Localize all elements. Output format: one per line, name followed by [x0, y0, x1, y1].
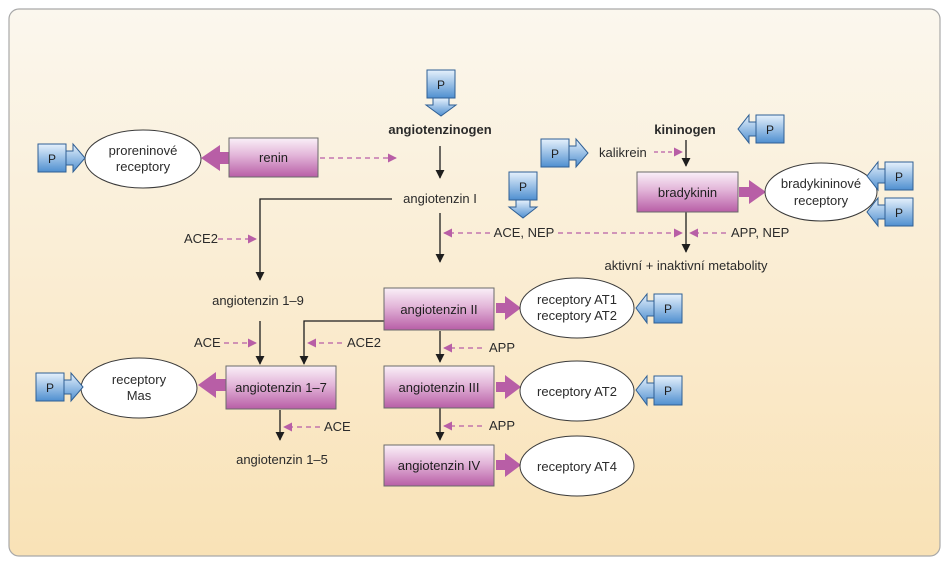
arrow-ang1-to-ang19: [255, 198, 392, 281]
thick-arrow-ang2: [496, 296, 521, 320]
app-nep-label: APP, NEP: [731, 225, 789, 240]
receptory-mas-line1: receptory: [112, 372, 167, 387]
p-marker-at1-at2: P: [635, 292, 683, 325]
bradykinin-box: bradykinin: [636, 171, 739, 213]
p-marker-at2: P: [635, 374, 683, 407]
angiotenzin-ii-box: angiotenzin II: [383, 287, 495, 331]
metabolites-label: aktivní + inaktivní metabolity: [605, 258, 768, 273]
receptory-at1-label: receptory AT1: [537, 292, 617, 307]
thick-arrow-ang3: [496, 375, 521, 399]
angiotenzin-i-label: angiotenzin I: [403, 191, 477, 206]
proreninove-receptory-line2: receptory: [116, 159, 171, 174]
text-labels: angiotenzinogen kininogen kalikrein angi…: [184, 122, 789, 467]
angiotenzin-1-7-box: angiotenzin 1–7: [225, 365, 337, 410]
bradykinin-label: bradykinin: [658, 185, 717, 200]
receptory-mas-ellipse: receptory Mas: [80, 357, 198, 419]
app-1-label: APP: [489, 340, 515, 355]
ace2-left-label: ACE2: [184, 231, 218, 246]
angiotenzin-ii-label: angiotenzin II: [400, 302, 477, 317]
p-text: P: [46, 381, 54, 395]
renin-label: renin: [259, 150, 288, 165]
p-text: P: [664, 302, 672, 316]
receptory-at1-at2-ellipse: receptory AT1 receptory AT2: [519, 277, 635, 339]
p-marker-bradykininove-2: P: [866, 196, 914, 228]
angiotenzin-1-5-label: angiotenzin 1–5: [236, 452, 328, 467]
receptory-mas-line2: Mas: [127, 388, 152, 403]
proreninove-receptory-line1: proreninové: [109, 143, 178, 158]
connectors: [198, 140, 766, 477]
angiotenzin-iii-box: angiotenzin III: [383, 365, 495, 409]
angiotenzin-iii-label: angiotenzin III: [399, 380, 480, 395]
p-text: P: [895, 170, 903, 184]
angiotenzin-1-7-label: angiotenzin 1–7: [235, 380, 327, 395]
kininogen-label: kininogen: [654, 122, 715, 137]
ace-bottom-label: ACE: [324, 419, 351, 434]
renin-box: renin: [228, 137, 319, 178]
ace2-mid-label: ACE2: [347, 335, 381, 350]
p-marker-bradykininove-1: P: [866, 160, 914, 192]
receptory-at2-ellipse: receptory AT2: [519, 360, 635, 422]
receptory-at4-ellipse: receptory AT4: [519, 435, 635, 497]
p-text: P: [48, 152, 56, 166]
p-marker-mas: P: [35, 371, 84, 403]
receptory-at2-label-a: receptory AT2: [537, 308, 617, 323]
bradykininove-receptory-line1: bradykininové: [781, 176, 861, 191]
p-marker-angiotenzinogen: P: [424, 69, 458, 117]
p-marker-proreninove: P: [37, 142, 86, 174]
receptory-at4-label: receptory AT4: [537, 459, 617, 474]
ace-left-label: ACE: [194, 335, 221, 350]
p-text: P: [664, 384, 672, 398]
angiotenzin-1-9-label: angiotenzin 1–9: [212, 293, 304, 308]
app-2-label: APP: [489, 418, 515, 433]
p-text: P: [895, 206, 903, 220]
p-marker-kininogen: P: [737, 113, 785, 145]
angiotenzin-iv-label: angiotenzin IV: [398, 458, 481, 473]
thick-arrow-ang17: [198, 372, 226, 398]
p-text: P: [766, 123, 774, 137]
thick-arrow-bradykinin: [739, 180, 766, 204]
proreninove-receptory-ellipse: proreninové receptory: [84, 129, 202, 189]
thick-arrow-renin: [201, 145, 230, 171]
ace-nep-label: ACE, NEP: [494, 225, 555, 240]
arrow-ang2-to-ang17: [299, 320, 384, 365]
p-text: P: [519, 180, 527, 194]
p-marker-kalikrein: P: [540, 137, 589, 169]
angiotenzinogen-label: angiotenzinogen: [388, 122, 491, 137]
bradykininove-receptory-line2: receptory: [794, 193, 849, 208]
p-text: P: [437, 78, 445, 92]
p-text: P: [551, 147, 559, 161]
receptory-at2-label-b: receptory AT2: [537, 384, 617, 399]
thick-arrow-ang4: [496, 453, 521, 477]
thick-arrows: [198, 145, 766, 477]
kalikrein-label: kalikrein: [599, 145, 647, 160]
bradykininove-receptory-ellipse: bradykininové receptory: [764, 162, 878, 222]
angiotenzin-iv-box: angiotenzin IV: [383, 444, 495, 487]
p-marker-ace-nep: P: [507, 171, 539, 219]
